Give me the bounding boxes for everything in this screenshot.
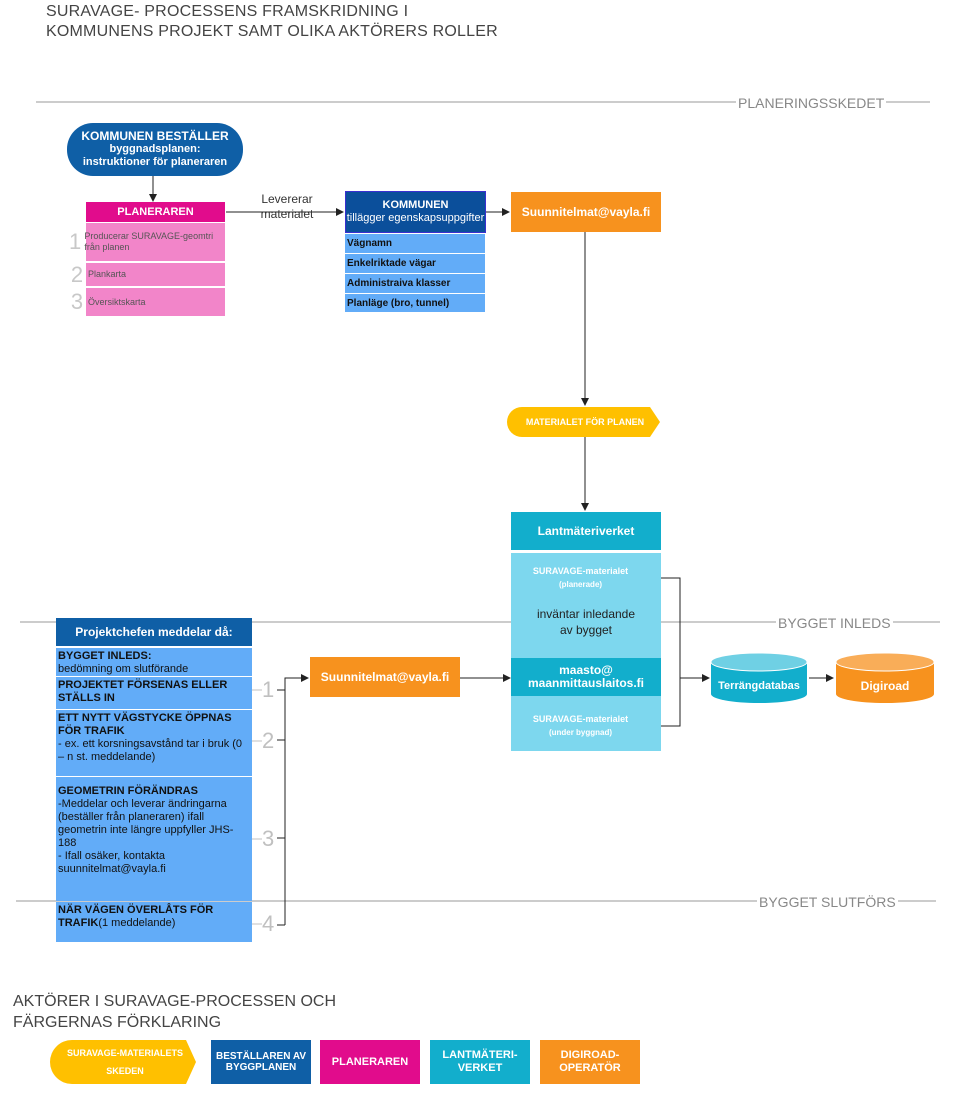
step-number-4: 4 — [262, 911, 275, 936]
kommunen-order-node: KOMMUNEN BESTÄLLER byggnadsplanen: instr… — [67, 123, 243, 176]
lantmateriverket-panel — [511, 553, 661, 751]
maasto-email-node: maasto@ maanmittauslaitos.fi — [511, 658, 661, 696]
projektchefen-item-3: ETT NYTT VÄGSTYCKE ÖPPNAS FÖR TRAFIK - e… — [56, 710, 252, 776]
projektchefen-item-4: GEOMETRIN FÖRÄNDRAS -Meddelar och levera… — [56, 777, 252, 901]
email-mid-node: Suunnitelmat@vayla.fi — [310, 657, 460, 697]
kommunen-order-body: byggnadsplanen: instruktioner för planer… — [82, 143, 228, 168]
planeraren-item-2-text: Plankarta — [88, 269, 127, 279]
legend-planeraren: PLANERAREN — [320, 1040, 420, 1084]
suravage-planned-label: SURAVAGE-materialet (planerade) — [520, 563, 641, 593]
projektchefen-item-4-title: GEOMETRIN FÖRÄNDRAS — [58, 785, 198, 797]
suravage-build-line2: (under byggnad) — [548, 728, 613, 737]
projektchefen-item-5: NÄR VÄGEN ÖVERLÅTS FÖR TRAFIK(1 meddelan… — [56, 902, 252, 942]
suravage-planned-line1: SURAVAGE-materialet — [532, 566, 629, 576]
suravage-build-label: SURAVAGE-materialet (under byggnad) — [520, 711, 641, 741]
suravage-planned-line2: (planerade) — [558, 580, 603, 589]
material-plan-label: MATERIALET FÖR PLANEN — [525, 416, 645, 427]
projektchefen-item-1: BYGGET INLEDS: bedömning om slutförande — [56, 648, 252, 676]
kommunen-attr-item-1: Vägnamn — [345, 234, 485, 253]
suravage-build-line1: SURAVAGE-materialet — [532, 714, 629, 724]
legend-bestallaren: BESTÄLLAREN AV BYGGPLANEN — [211, 1040, 311, 1084]
legend-suravage: SURAVAGE-MATERIALETS SKEDEN — [67, 1048, 183, 1076]
projektchefen-item-5-title: NÄR VÄGEN ÖVERLÅTS FÖR TRAFIK — [58, 904, 214, 929]
maasto-email-line1: maasto@ — [559, 663, 613, 677]
kommunen-attrs-title: KOMMUNEN — [382, 199, 449, 211]
terrain-db-label: Terrängdatabas — [718, 679, 800, 692]
planeraren-item-3-text: Översiktskarta — [88, 296, 146, 307]
phase-label-planning: PLANERINGSSKEDET — [736, 95, 887, 111]
legend-lantmateri: LANTMÄTERI-VERKET — [430, 1040, 530, 1084]
projektchefen-item-4-body2: - Ifall osäker, kontakta suunnitelmat@va… — [58, 850, 166, 875]
planeraren-item-1-num: 1 — [69, 229, 82, 254]
legend-title: AKTÖRER I SURAVAGE-PROCESSEN OCH FÄRGERN… — [13, 993, 337, 1031]
phase-label-start: BYGGET INLEDS — [776, 615, 893, 631]
planeraren-item-1: 1 Producerar SURAVAGE-geomtri från plane… — [69, 223, 225, 261]
delivers-label: Levererar materialet — [260, 192, 314, 221]
projektchefen-item-3-title: ETT NYTT VÄGSTYCKE ÖPPNAS FÖR TRAFIK — [58, 712, 232, 737]
projektchefen-item-1-title: BYGGET INLEDS: — [58, 650, 152, 662]
kommunen-attr-item-3: Administraiva klasser — [345, 274, 485, 293]
step-number-1: 1 — [262, 677, 275, 702]
planeraren-item-3-num: 3 — [70, 289, 84, 314]
projektchefen-item-3-body: - ex. ett korsningsavstånd tar i bruk (0… — [58, 738, 243, 763]
page-title: SURAVAGE- PROCESSENS FRAMSKRIDNING I KOM… — [46, 3, 498, 40]
projektchefen-header: Projektchefen meddelar då: — [56, 618, 252, 646]
legend-suravage-tag — [50, 1040, 196, 1084]
planeraren-item-1-text: Producerar SURAVAGE-geomtri från planen — [84, 231, 214, 252]
projektchefen-item-1-body: bedömning om slutförande — [58, 663, 189, 675]
material-plan-tag — [507, 407, 660, 437]
projektchefen-item-2-title: PROJEKTET FÖRSENAS ELLER STÄLLS IN — [58, 679, 228, 704]
planeraren-item-3: 3 Översiktskarta — [71, 288, 225, 316]
maasto-email-line2: maanmittauslaitos.fi — [527, 676, 645, 690]
lantmateriverket-header: Lantmäteriverket — [511, 512, 661, 550]
digiroad-label: Digiroad — [860, 678, 910, 693]
step-number-3: 3 — [262, 826, 275, 851]
planeraren-header: PLANERAREN — [86, 202, 225, 222]
digiroad-cylinder — [835, 652, 935, 703]
step-number-2: 2 — [262, 728, 275, 753]
waiting-label: inväntar inledande av bygget — [536, 607, 636, 637]
kommunen-attrs-header: KOMMUNEN tillägger egenskapsuppgifter — [345, 191, 486, 233]
projektchefen-item-4-body1: -Meddelar och leverar ändringarna (bestä… — [58, 798, 234, 849]
phase-label-end: BYGGET SLUTFÖRS — [757, 894, 898, 910]
planeraren-item-2-num: 2 — [70, 261, 84, 287]
kommunen-order-title: KOMMUNEN BESTÄLLER — [81, 129, 229, 143]
email-top-node: Suunnitelmat@vayla.fi — [511, 192, 661, 232]
kommunen-attr-item-2: Enkelriktade vägar — [345, 254, 485, 273]
terrain-db-cylinder — [710, 652, 808, 703]
projektchefen-item-2: PROJEKTET FÖRSENAS ELLER STÄLLS IN — [56, 677, 252, 709]
planeraren-item-2: 2 Plankarta — [71, 262, 225, 287]
kommunen-attr-item-4: Planläge (bro, tunnel) — [345, 294, 485, 312]
kommunen-attrs-subtitle: tillägger egenskapsuppgifter — [346, 212, 485, 224]
legend-digiroad: DIGIROAD-OPERATÖR — [540, 1040, 640, 1084]
projektchefen-item-5-body: (1 meddelande) — [98, 917, 176, 929]
